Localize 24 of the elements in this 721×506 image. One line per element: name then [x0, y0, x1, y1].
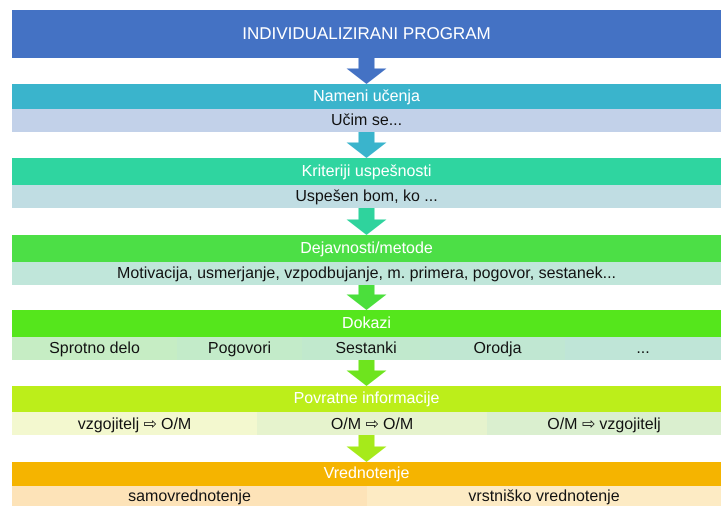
section-heading: Dokazi — [12, 310, 721, 337]
content-cell: Sprotno delo — [12, 337, 177, 360]
content-cell: Orodja — [430, 337, 565, 360]
section-heading: Kriteriji uspešnosti — [12, 158, 721, 185]
content-cell: vrstniško vrednotenje — [367, 486, 721, 506]
title-band: INDIVIDUALIZIRANI PROGRAM — [12, 10, 721, 58]
section-heading: Dejavnosti/metode — [12, 235, 721, 262]
section-heading: Vrednotenje — [12, 462, 721, 486]
content-cell: O/M ⇨ vzgojitelj — [487, 412, 721, 435]
down-arrow — [346, 360, 386, 386]
down-arrow — [346, 132, 386, 158]
content-cell: ... — [565, 337, 721, 360]
content-cell: vzgojitelj ⇨ O/M — [12, 412, 257, 435]
section-panel — [12, 386, 721, 435]
down-arrow — [346, 208, 386, 235]
content-cell: O/M ⇨ O/M — [257, 412, 487, 435]
section-heading: Povratne informacije — [12, 386, 721, 412]
down-arrow — [346, 435, 386, 462]
section-panel — [12, 310, 721, 360]
down-arrow — [346, 58, 386, 84]
section-heading: Nameni učenja — [12, 84, 721, 109]
content-cell: Sestanki — [302, 337, 430, 360]
down-arrow — [346, 285, 386, 310]
section-panel — [12, 462, 721, 506]
